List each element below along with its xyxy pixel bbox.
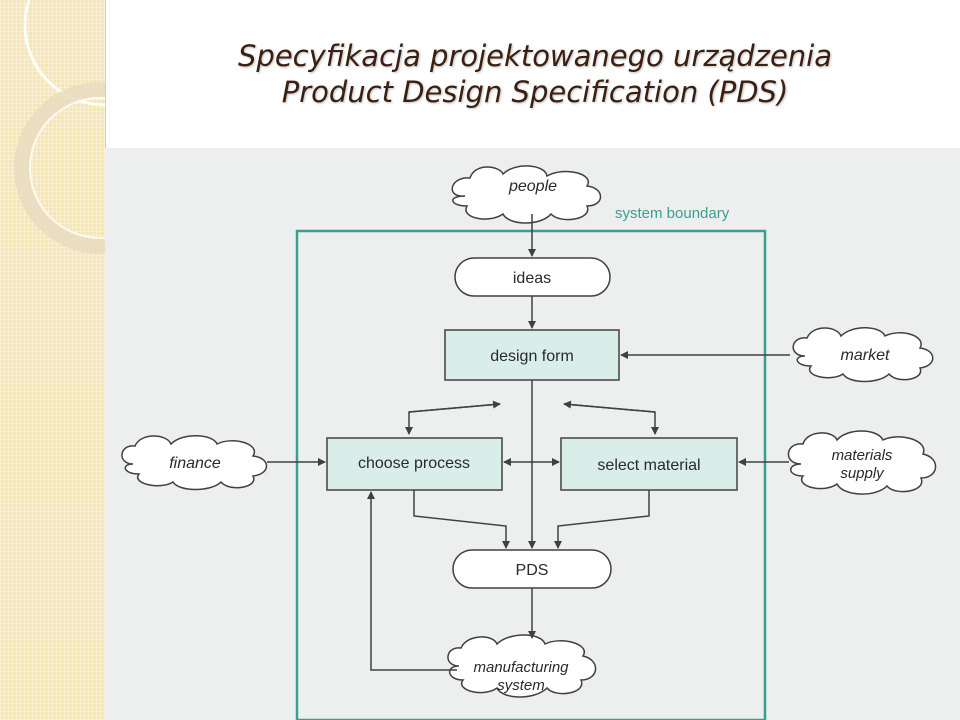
ideas-node: ideas [454, 257, 611, 297]
page-title: Specyfikacja projektowanego urządzenia P… [110, 38, 960, 110]
pds-label: PDS [516, 562, 549, 579]
market-label: market [841, 347, 890, 364]
ideas-label: ideas [513, 270, 551, 287]
design-form-label: design form [490, 348, 574, 365]
decorative-circles [14, 0, 105, 254]
finance-cloud: finance [121, 435, 268, 491]
pds-node: PDS [452, 549, 612, 589]
connectors [267, 214, 790, 671]
choose-process-box: choose process [326, 437, 503, 491]
people-label: people [508, 178, 557, 195]
manufacturing-label-line1: manufacturing [473, 659, 569, 676]
arrow-manufacturing-to-choose-process [367, 491, 457, 671]
decorative-left-band [0, 0, 106, 720]
finance-label: finance [169, 455, 221, 472]
system-boundary-label: system boundary [615, 205, 730, 222]
choose-process-label: choose process [358, 455, 470, 472]
select-material-label: select material [597, 457, 700, 474]
manufacturing-label-line2: system [497, 677, 545, 694]
arrow-choose-process-to-pds [413, 490, 510, 549]
title-line-english: Product Design Specification (PDS) [281, 75, 789, 109]
select-material-box: select material [560, 437, 738, 491]
materials-supply-label-line2: supply [840, 465, 885, 482]
design-form-box: design form [444, 329, 620, 381]
market-cloud: market [792, 327, 934, 383]
arrow-select-material-to-pds [554, 490, 650, 549]
manufacturing-system-cloud: manufacturing system [447, 634, 597, 698]
system-boundary [295, 229, 767, 720]
title-line-polish: Specyfikacja projektowanego urządzenia [238, 39, 832, 73]
materials-supply-cloud: materials supply [787, 430, 937, 495]
link-select-material-design-form [563, 400, 656, 413]
materials-supply-label-line1: materials [832, 447, 893, 464]
link-choose-process-design-form [408, 400, 501, 413]
people-cloud: people [451, 165, 602, 224]
pds-diagram: system boundary people ideas design form… [105, 148, 960, 720]
